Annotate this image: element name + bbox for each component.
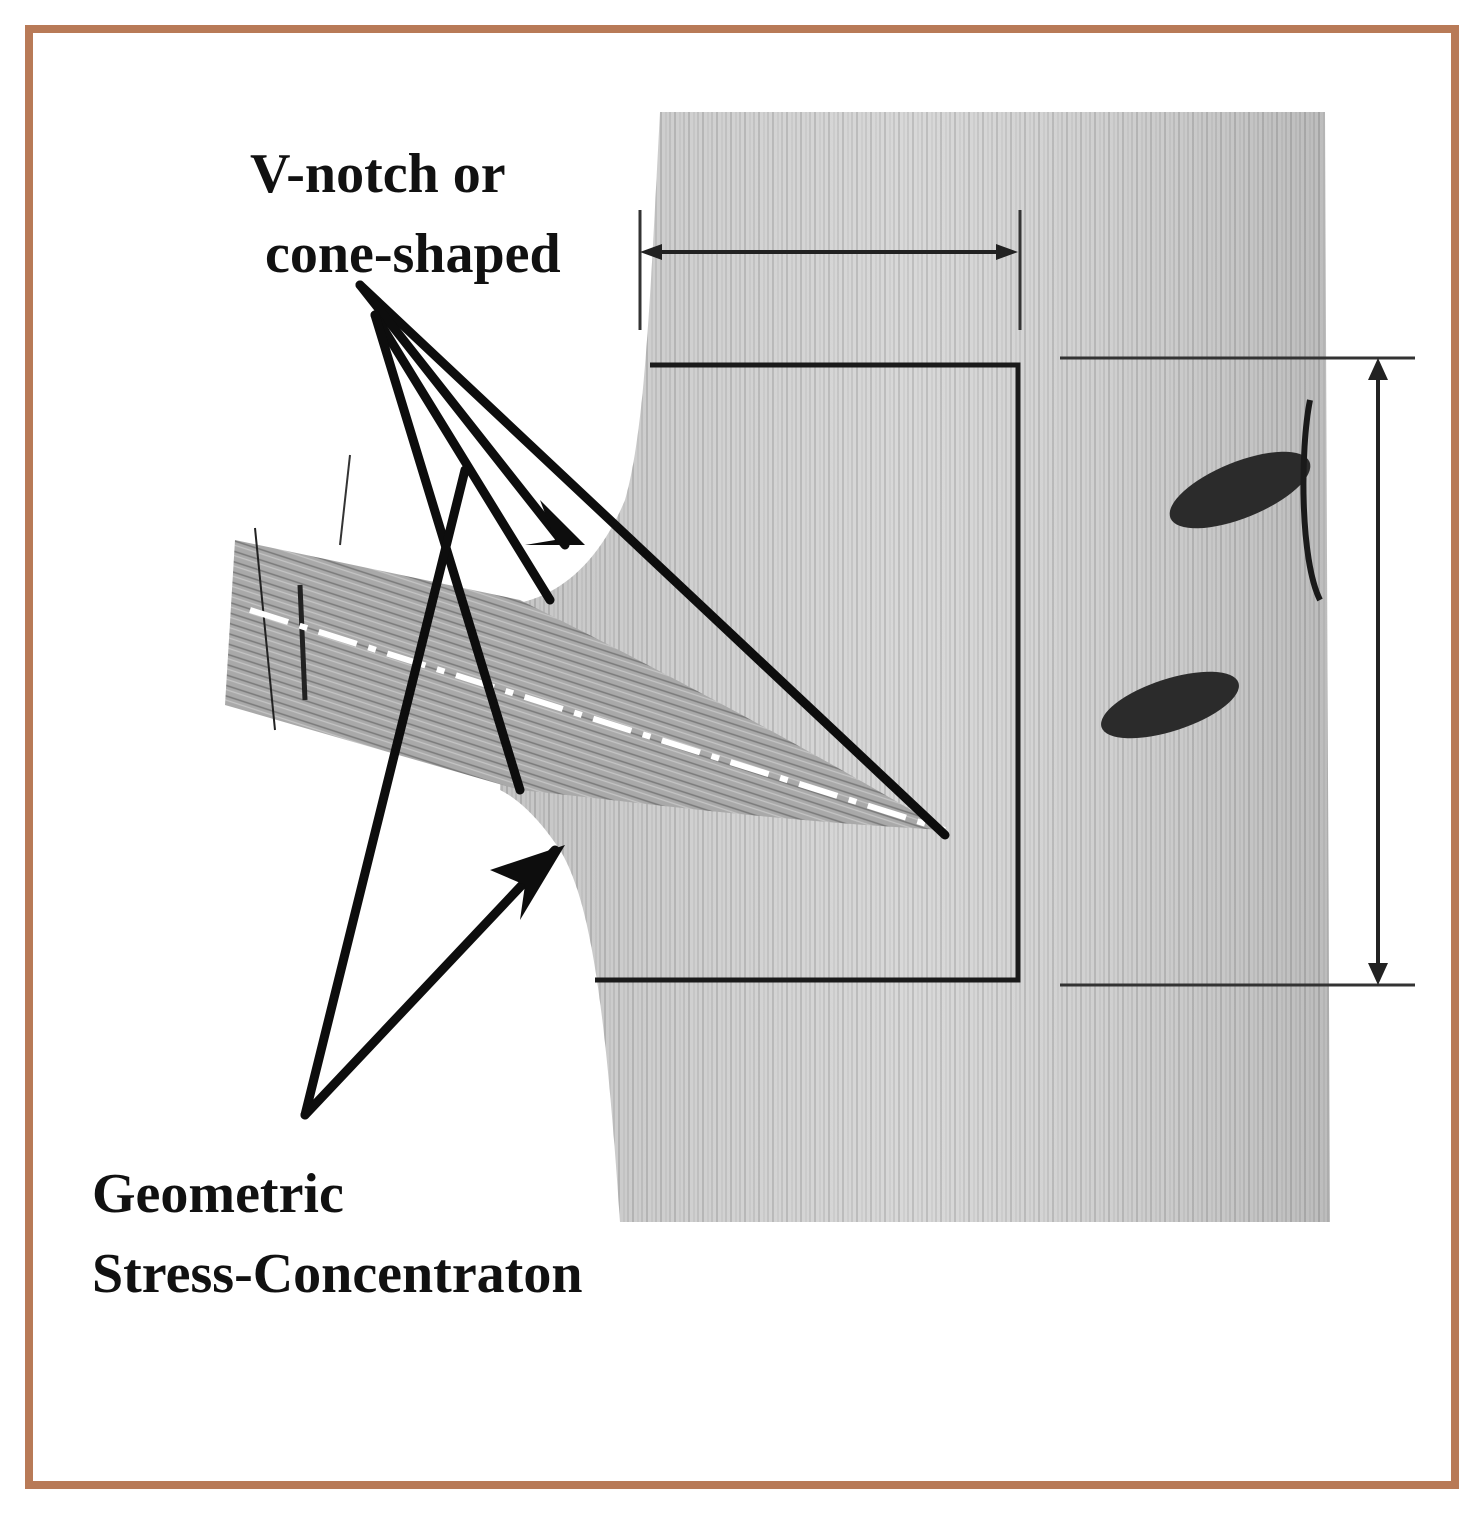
label-cone-shaped: cone-shaped	[265, 223, 561, 285]
notch-arrowhead	[525, 500, 585, 545]
knot-lower	[1101, 671, 1239, 739]
branch	[225, 540, 945, 830]
stress-arrowhead	[490, 845, 565, 920]
height-dimension	[1060, 356, 1415, 987]
section-box	[595, 362, 1021, 983]
width-dimension	[638, 210, 1022, 330]
label-v-notch: V-notch or	[250, 143, 506, 205]
knot-upper	[1169, 451, 1311, 529]
label-stress-concentration: Stress-Concentraton	[92, 1243, 582, 1305]
label-geometric: Geometric	[92, 1163, 344, 1225]
pith-line	[249, 607, 946, 833]
stress-leaders	[300, 465, 560, 1120]
